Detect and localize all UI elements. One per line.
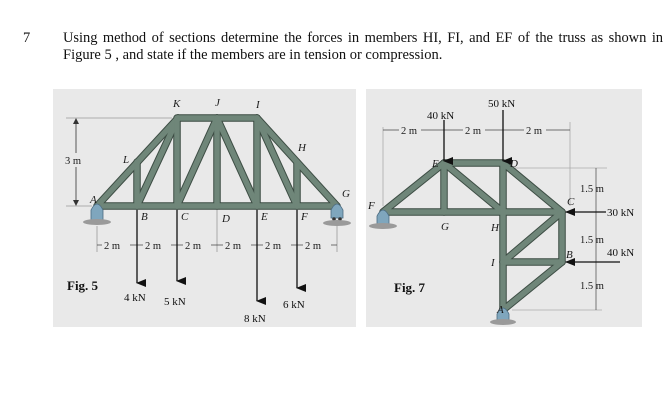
figure-5-label: Fig. 5 — [67, 278, 99, 293]
figure-5-diagram: 3 m — [64, 97, 351, 325]
node-label-b: B — [566, 249, 573, 261]
question-number: 7 — [23, 30, 31, 46]
node-label-a: A — [89, 194, 97, 206]
node-label-c: C — [181, 211, 189, 223]
truss-members — [379, 159, 566, 314]
support-pin-f — [369, 209, 397, 229]
node-label-h: H — [490, 222, 500, 234]
span-label-4: 2 m — [225, 241, 241, 252]
span-label-1: 2 m — [104, 241, 120, 252]
node-label-i: I — [490, 257, 496, 269]
figure-7-truss: 2 m 2 m 2 m 1.5 m 1.5 m 1.5 m — [366, 89, 642, 327]
load-label-e: 40 kN — [427, 110, 454, 122]
span-label-3: 2 m — [526, 126, 542, 137]
node-label-a: A — [496, 304, 504, 316]
load-label-b: 40 kN — [607, 247, 634, 259]
support-pin-a — [490, 307, 516, 325]
span-label-2: 2 m — [145, 241, 161, 252]
load-label-e: 8 kN — [244, 313, 266, 325]
figure-7-label: Fig. 7 — [394, 280, 426, 295]
height-label-1: 1.5 m — [580, 184, 604, 195]
load-label-d: 50 kN — [488, 98, 515, 110]
support-roller-g — [323, 203, 351, 226]
load-label-c: 5 kN — [164, 296, 186, 308]
span-label-2: 2 m — [465, 126, 481, 137]
node-label-j: J — [215, 97, 221, 109]
height-label-3: 1.5 m — [580, 281, 604, 292]
load-arrows — [136, 210, 306, 305]
figure-5-truss: 3 m — [53, 89, 356, 327]
node-label-e: E — [260, 211, 268, 223]
figure-7-diagram: 2 m 2 m 2 m 1.5 m 1.5 m 1.5 m — [367, 98, 634, 325]
support-pin-a — [83, 203, 111, 225]
node-label-l: L — [122, 154, 129, 166]
node-label-i: I — [255, 99, 261, 111]
span-label-1: 2 m — [401, 126, 417, 137]
node-label-g: G — [441, 221, 449, 233]
node-label-c: C — [567, 196, 575, 208]
node-label-h: H — [297, 142, 307, 154]
node-label-e: E — [431, 158, 439, 170]
span-dimensions: 2 m 2 m 2 m — [382, 122, 571, 206]
question-text: Using method of sections determine the f… — [63, 30, 663, 64]
question-line-2: Figure 5 , and state if the members are … — [63, 47, 443, 63]
load-label-f: 6 kN — [283, 299, 305, 311]
span-label-3: 2 m — [185, 241, 201, 252]
height-dimensions: 1.5 m 1.5 m 1.5 m — [508, 167, 607, 311]
load-label-c: 30 kN — [607, 207, 634, 219]
node-label-f: F — [300, 211, 308, 223]
height-label-2: 1.5 m — [580, 235, 604, 246]
load-arrows — [443, 110, 620, 266]
node-label-k: K — [172, 98, 181, 110]
load-label-b: 4 kN — [124, 292, 146, 304]
node-label-g: G — [342, 188, 350, 200]
height-dimension: 3 m — [64, 117, 172, 207]
node-label-b: B — [141, 211, 148, 223]
node-label-d: D — [221, 213, 230, 225]
node-label-d: D — [509, 158, 518, 170]
span-label-5: 2 m — [265, 241, 281, 252]
span-label-6: 2 m — [305, 241, 321, 252]
node-label-f: F — [367, 200, 375, 212]
question-line-1: Using method of sections determine the f… — [63, 30, 663, 46]
truss-members — [93, 114, 341, 210]
height-dim-label: 3 m — [65, 156, 81, 167]
